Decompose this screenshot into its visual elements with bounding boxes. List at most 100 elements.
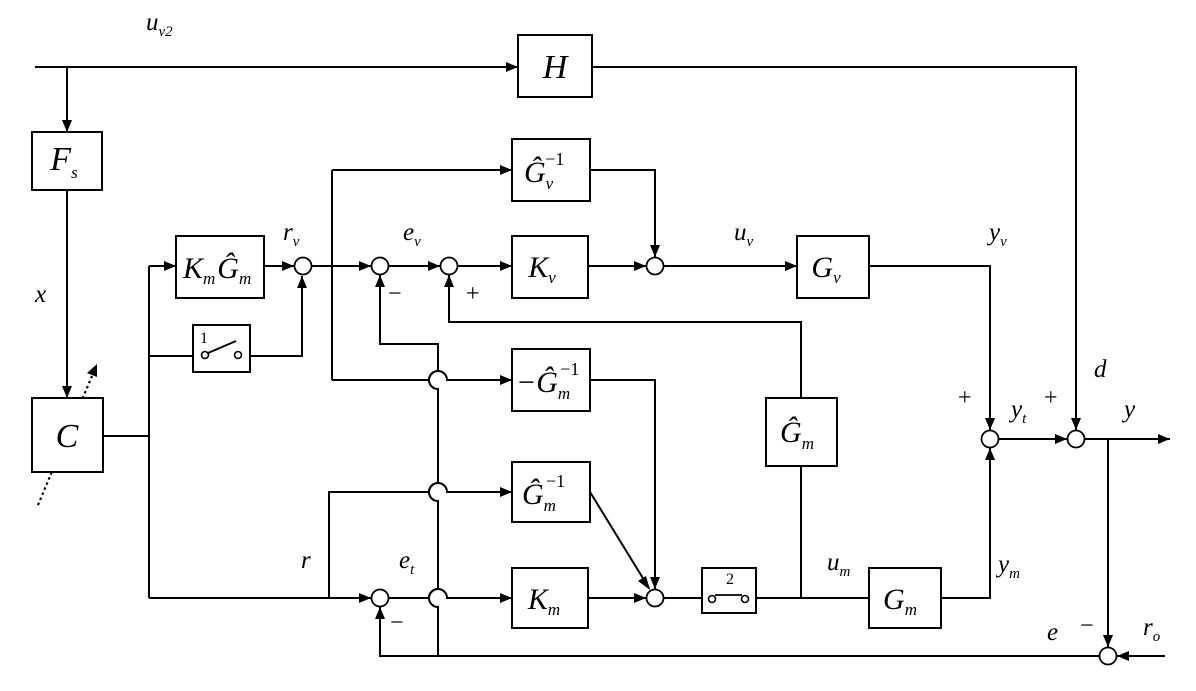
- wire-gv-to-yt-sum: [869, 265, 991, 430]
- sign-ev-minus: −: [388, 281, 402, 307]
- wire-rv-to-neg-gm-inv: [332, 370, 512, 381]
- block-fs: Fs: [31, 131, 103, 191]
- signal-wires: [35, 66, 1170, 657]
- switch-1-number: 1: [200, 330, 208, 347]
- wire-e-feedback-bottom: [379, 607, 1099, 657]
- switch-2: 2: [701, 567, 757, 614]
- block-fs-main: F: [49, 141, 72, 178]
- sign-kv-plus: +: [466, 281, 480, 307]
- summing-junctions: [293, 256, 1118, 666]
- block-gm-sub: m: [905, 600, 917, 619]
- block-kmgm-g: Ĝ: [217, 252, 239, 285]
- sum-kv-input: [439, 256, 459, 276]
- label-r: r: [301, 547, 311, 574]
- sign-e-minus: −: [1080, 613, 1094, 639]
- block-gv-hat-inverse: Ĝv −1: [511, 138, 591, 202]
- label-uv2: uv2: [146, 9, 173, 40]
- arrow-into-y-sum-left: [1055, 434, 1067, 444]
- svg-text:KmĜm: KmĜm: [182, 252, 251, 288]
- label-e: e: [1047, 619, 1058, 646]
- wire-neg-gm-inv-to-um-sum: [590, 379, 656, 589]
- label-ev: ev: [403, 219, 421, 250]
- arrow-into-kmgm: [164, 261, 176, 271]
- arrow-into-gv: [785, 261, 797, 271]
- label-ro: ro: [1143, 614, 1161, 645]
- arrow-into-neg-gm-inv: [500, 375, 512, 385]
- sum-ev: [370, 256, 390, 276]
- arrow-into-e-sum-top: [1103, 635, 1113, 647]
- block-km-gm-hat: KmĜm: [175, 235, 265, 299]
- sum-um: [645, 588, 665, 608]
- arrow-y-output: [1158, 434, 1170, 444]
- label-yv: yv: [986, 219, 1007, 250]
- wire-gm-hat-to-kv-sum: [448, 275, 802, 398]
- sum-et: [370, 588, 390, 608]
- switch-1: 1: [192, 324, 251, 373]
- block-kmgm-g-sub: m: [239, 269, 251, 288]
- wire-gv-inv-to-uv-sum: [590, 169, 656, 257]
- arrowheads: [62, 62, 1170, 661]
- wire-h-to-d-sum: [592, 66, 1077, 430]
- arrow-into-fs: [62, 120, 72, 132]
- wire-gm-inv-to-um-sum: [589, 491, 650, 589]
- block-gv-inv-sub: v: [546, 174, 554, 193]
- block-c-label: C: [56, 418, 79, 455]
- label-um: um: [827, 549, 851, 580]
- arrow-into-rv-sum-left: [282, 261, 294, 271]
- label-d: d: [1094, 356, 1107, 383]
- arrow-into-uv-sum-left: [634, 261, 646, 271]
- block-kv: Kv: [511, 235, 589, 299]
- wire-e-feedback-to-ev-sum: [379, 275, 439, 656]
- switch-2-number: 2: [726, 571, 734, 588]
- block-gm-inv-sup: −1: [546, 471, 565, 491]
- svg-text:Ĝm: Ĝm: [780, 416, 814, 453]
- arrow-into-et-sum: [359, 593, 371, 603]
- block-neg-gm-inv-sub: m: [558, 384, 570, 403]
- arrow-into-ev-sum-bottom: [375, 275, 385, 287]
- sign-et-minus: −: [390, 610, 404, 636]
- arrow-into-kv-sum: [428, 261, 440, 271]
- block-h: H: [517, 34, 593, 98]
- block-gv-inv-main: Ĝ: [524, 156, 546, 189]
- svg-text:Ĝv−1: Ĝv −1: [524, 149, 564, 193]
- wire-switch1-to-rv-sum: [250, 276, 303, 357]
- block-gm-hat-main: Ĝ: [780, 416, 802, 449]
- label-uv: uv: [734, 219, 754, 250]
- block-km-main: K: [527, 583, 550, 616]
- block-neg-gm-hat-inverse: −Ĝm −1: [511, 348, 591, 412]
- block-kmgm-k: K: [182, 252, 205, 285]
- svg-text:Gm: Gm: [883, 583, 917, 619]
- arrow-into-uv-sum-top: [650, 245, 660, 257]
- arrow-into-um-sum-top: [650, 577, 660, 589]
- sign-yt-plus: +: [958, 385, 972, 411]
- svg-text:Km: Km: [527, 583, 560, 619]
- block-kv-sub: v: [548, 268, 556, 287]
- block-neg-gm-inv-main: −Ĝ: [516, 366, 558, 399]
- label-x: x: [34, 281, 46, 308]
- block-gm-hat: Ĝm: [765, 397, 838, 467]
- block-fs-sub: s: [71, 163, 78, 182]
- svg-text:Ĝm−1: Ĝm−1: [522, 471, 565, 515]
- block-gm-inv-sub: m: [544, 496, 556, 515]
- arrow-into-kv: [500, 261, 512, 271]
- sum-uv: [645, 256, 665, 276]
- arrow-into-et-sum-bottom: [375, 607, 385, 619]
- arrow-into-e-sum-right: [1117, 651, 1129, 661]
- block-gv-sub: v: [833, 268, 841, 287]
- block-gm-main: G: [883, 583, 905, 616]
- svg-text:Kv: Kv: [527, 251, 556, 287]
- arrow-into-gm-inv: [500, 487, 512, 497]
- wire-r-branch-to-gm-inv: [328, 482, 512, 598]
- block-gv-inv-sup: −1: [545, 149, 564, 169]
- block-gm-hat-inverse: Ĝm−1: [511, 461, 591, 523]
- block-kv-main: K: [527, 251, 550, 284]
- arrow-into-um-sum-left: [634, 593, 646, 603]
- block-gv-main: G: [811, 251, 833, 284]
- arrow-into-h: [506, 62, 518, 72]
- sign-labels: − + + + − −: [388, 281, 1094, 639]
- arrow-into-kv-sum-bottom: [444, 275, 454, 287]
- sum-e: [1098, 646, 1118, 666]
- block-neg-gm-inv-sup: −1: [560, 359, 579, 379]
- label-yt: yt: [1008, 396, 1027, 427]
- block-h-label: H: [542, 49, 570, 86]
